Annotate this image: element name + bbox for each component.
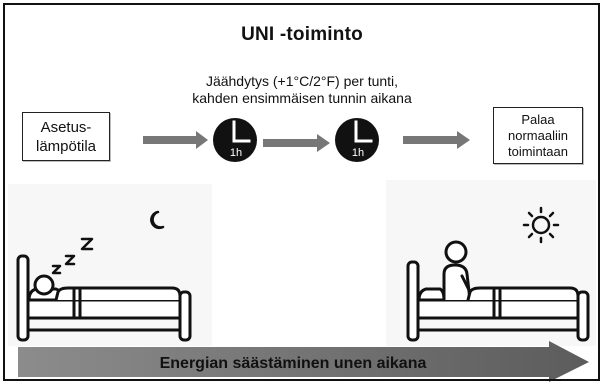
return-normal-box: Palaa normaaliin toimintaan <box>493 107 583 164</box>
torso <box>442 263 472 302</box>
blanket <box>54 286 182 302</box>
step-arrow-3 <box>403 131 470 149</box>
bed-icon <box>406 260 590 342</box>
energy-saving-arrow-shape <box>18 341 589 382</box>
sleeping-illustration <box>16 210 192 342</box>
bed-footboard <box>178 290 192 342</box>
sun-ray <box>527 232 534 239</box>
head <box>444 240 468 264</box>
head <box>33 274 55 296</box>
set-temperature-box: Asetus- lämpötila <box>22 112 110 161</box>
sun-icon <box>522 206 560 244</box>
sun-disc <box>531 215 551 235</box>
diagram-frame <box>3 3 600 381</box>
arrow-shaft <box>403 136 459 144</box>
clock-icon: 1h <box>213 118 257 162</box>
energy-saving-label: Energian säästäminen unen aikana <box>160 355 427 372</box>
return-normal-line-3: toimintaan <box>508 143 568 159</box>
arrow-head <box>457 131 470 149</box>
moon-icon <box>150 210 165 230</box>
z-large <box>80 237 94 251</box>
cooling-note-line-1: Jäähdytys (+1°C/2°F) per tunti, <box>205 73 399 89</box>
step-arrow-2 <box>263 134 330 152</box>
clock-hands <box>232 120 251 143</box>
return-normal-line-1: Palaa <box>521 111 555 127</box>
clock-duration-label: 1h <box>230 147 242 159</box>
z-small <box>51 264 62 275</box>
arrow-shaft <box>263 139 319 147</box>
waking-illustration <box>406 206 590 342</box>
z-medium <box>64 254 76 266</box>
sun-ray <box>548 211 555 218</box>
energy-saving-arrow: Energian säästäminen unen aikana <box>18 341 589 382</box>
sun-ray <box>527 211 534 218</box>
arrow-head <box>317 134 330 152</box>
zzz-icon <box>51 237 94 275</box>
sleeping-person-icon <box>27 274 182 320</box>
bed-icon <box>16 254 192 342</box>
cooling-note: Jäähdytys (+1°C/2°F) per tunti, kahden e… <box>0 73 604 107</box>
arrow-head <box>196 131 208 149</box>
sitting-person-icon <box>417 240 580 320</box>
page-title: UNI -toiminto <box>241 24 363 45</box>
sun-ray <box>548 232 555 239</box>
return-normal-line-2: normaaliin <box>508 127 568 143</box>
clock-duration-label: 1h <box>352 147 364 159</box>
cooling-note-line-2: kahden ensimmäisen tunnin aikana <box>192 90 412 106</box>
step-arrow-1 <box>143 131 208 149</box>
arrow-shaft <box>143 136 198 144</box>
set-temperature-line-2: lämpötila <box>35 137 97 155</box>
clock-icon: 1h <box>335 118 379 162</box>
set-temperature-line-1: Asetus- <box>40 118 92 136</box>
bed-footboard <box>576 290 590 342</box>
clock-hands <box>354 120 373 143</box>
